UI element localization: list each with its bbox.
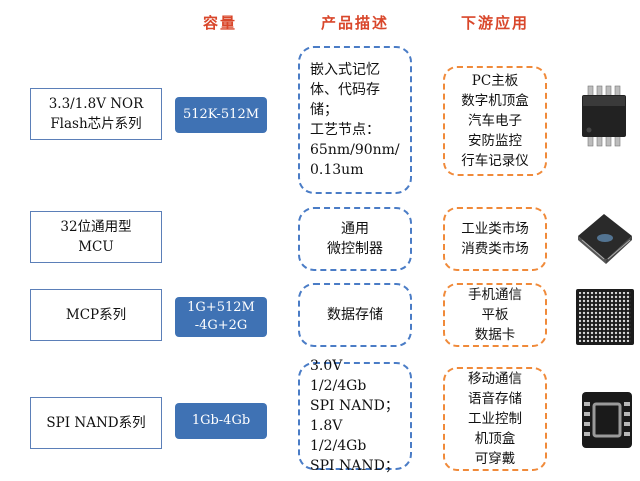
header-description: 产品描述	[320, 14, 389, 32]
qfn-chip-icon	[574, 206, 636, 268]
description-mcu: 通用 微控制器	[298, 207, 412, 271]
description-spi-nand: 3.0V 1/2/4Gb SPI NAND； 1.8V 1/2/4Gb SPI …	[298, 358, 412, 474]
applications-spi-nand: 移动通信 语音存储 工业控制 机顶盒 可穿戴	[443, 367, 547, 471]
description-nor-flash: 嵌入式记忆 体、代码存 储； 工艺节点： 65nm/90nm/ 0.13um	[298, 46, 412, 194]
product-nor-flash: 3.3/1.8V NOR Flash芯片系列	[30, 88, 162, 140]
capacity-mcp: 1G+512M -4G+2G	[175, 297, 267, 337]
product-spi-nand: SPI NAND系列	[30, 397, 162, 449]
product-mcu: 32位通用型 MCU	[30, 211, 162, 263]
description-mcp: 数据存储	[298, 283, 412, 347]
applications-mcp: 手机通信 平板 数据卡	[443, 283, 547, 347]
wson-chip-icon	[580, 390, 634, 450]
applications-mcu: 工业类市场 消费类市场	[443, 207, 547, 271]
capacity-nor-flash: 512K-512M	[175, 97, 267, 133]
soic-8-chip-icon	[576, 84, 634, 148]
header-applications: 下游应用	[460, 14, 529, 32]
product-mcp: MCP系列	[30, 289, 162, 341]
header-capacity: 容量	[202, 14, 237, 32]
capacity-spi-nand: 1Gb-4Gb	[175, 403, 267, 439]
bga-chip-icon	[574, 287, 636, 347]
applications-nor-flash: PC主板 数字机顶盒 汽车电子 安防监控 行车记录仪	[443, 66, 547, 176]
